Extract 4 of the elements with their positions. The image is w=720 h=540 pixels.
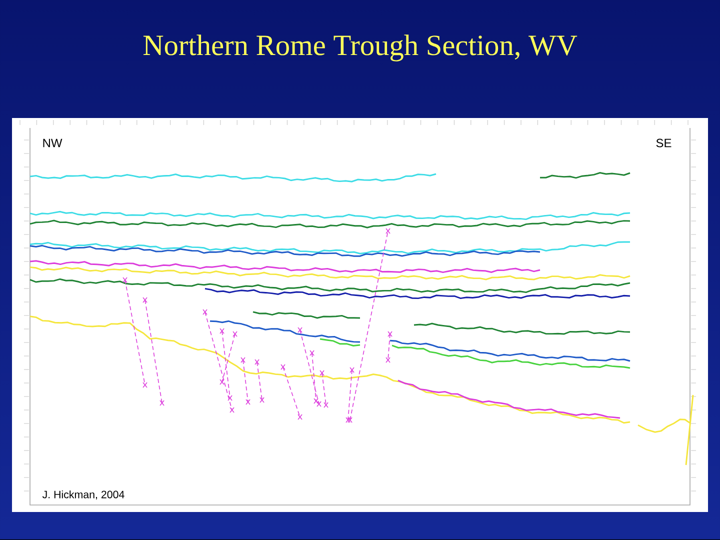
section-label: NW xyxy=(43,138,62,148)
section-label: SE xyxy=(656,138,672,148)
slide-title: Northern Rome Trough Section, WV xyxy=(143,34,578,62)
section-label: J. Hickman, 2004 xyxy=(42,490,124,500)
